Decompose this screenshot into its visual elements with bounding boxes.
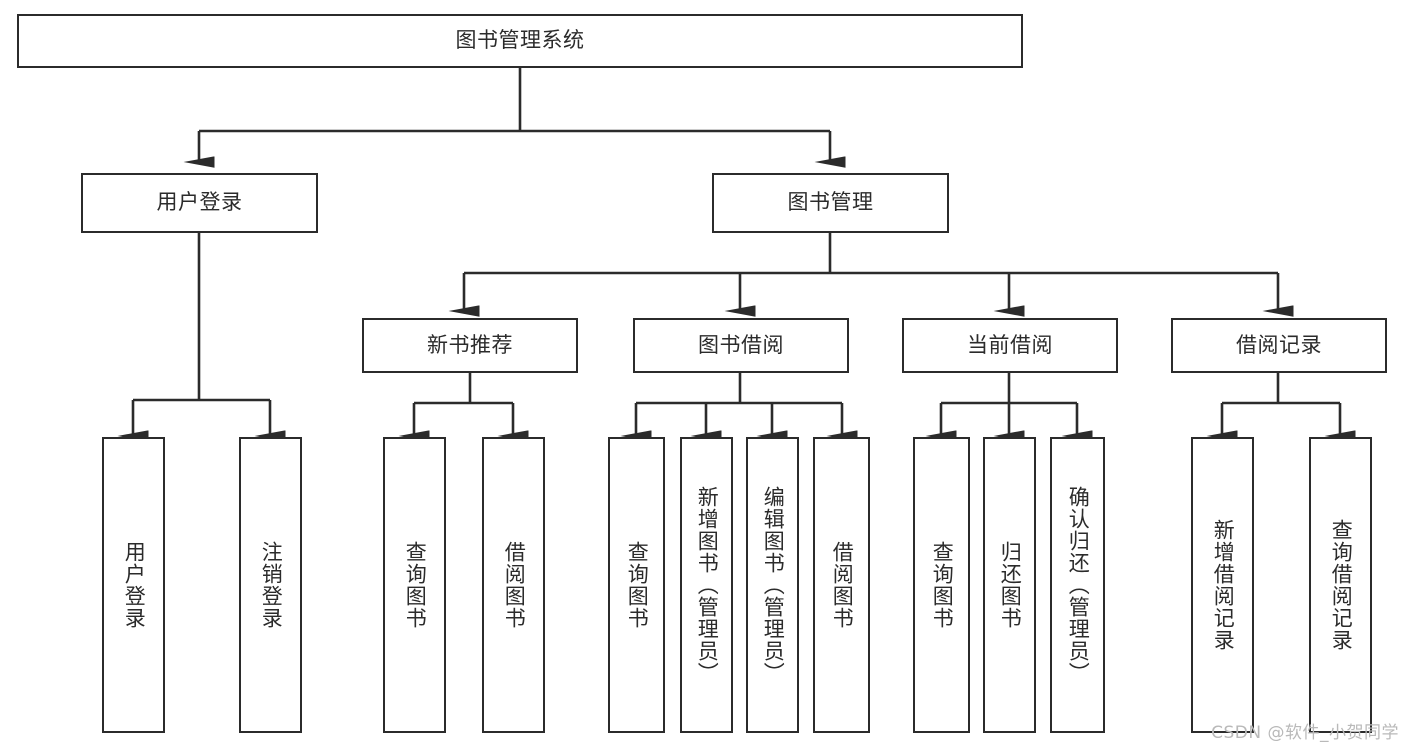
leaf-new-book-borrow[interactable]: 借阅图书 [482,437,545,733]
leaf-user-login-logout[interactable]: 注销登录 [239,437,302,733]
node-label: 用户登录 [122,541,147,629]
leaf-borrow-query-book[interactable]: 查询图书 [608,437,665,733]
leaf-records-add-record[interactable]: 新增借阅记录 [1191,437,1254,733]
leaf-new-book-query[interactable]: 查询图书 [383,437,446,733]
node-label: 图书管理系统 [455,28,585,53]
node-label: 当前借阅 [967,332,1053,357]
node-label: 借阅图书 [830,541,855,629]
node-label: 归还图书 [998,541,1023,629]
node-book-management[interactable]: 图书管理 [712,173,949,233]
node-label: 图书借阅 [698,332,784,357]
node-new-book-recommend[interactable]: 新书推荐 [362,318,578,373]
node-label: 查询图书 [403,541,428,629]
node-label: 用户登录 [156,190,243,215]
node-label: 查询图书 [930,541,955,629]
leaf-borrow-add-book-admin[interactable]: 新增图书（管理员） [680,437,733,733]
node-label: 借阅图书 [502,541,527,629]
leaf-user-login-login[interactable]: 用户登录 [102,437,165,733]
node-label: 借阅记录 [1236,332,1322,357]
csdn-watermark: CSDN @软件_小贺同学 [1211,723,1399,743]
leaf-current-confirm-return-admin[interactable]: 确认归还（管理员） [1050,437,1105,733]
node-label: 查询图书 [625,541,650,629]
node-book-borrow[interactable]: 图书借阅 [633,318,849,373]
node-label: 图书管理 [787,190,874,215]
leaf-current-return-book[interactable]: 归还图书 [983,437,1036,733]
leaf-borrow-edit-book-admin[interactable]: 编辑图书（管理员） [746,437,799,733]
node-label: 编辑图书（管理员） [761,486,786,684]
node-label: 新书推荐 [427,332,513,357]
node-current-borrow[interactable]: 当前借阅 [902,318,1118,373]
node-label: 注销登录 [259,541,284,629]
node-borrow-records[interactable]: 借阅记录 [1171,318,1387,373]
node-label: 确认归还（管理员） [1066,486,1091,684]
node-user-login[interactable]: 用户登录 [81,173,318,233]
leaf-borrow-borrow-book[interactable]: 借阅图书 [813,437,870,733]
leaf-records-query-record[interactable]: 查询借阅记录 [1309,437,1372,733]
node-label: 新增图书（管理员） [695,486,720,684]
node-label: 查询借阅记录 [1329,519,1354,651]
node-root-system[interactable]: 图书管理系统 [17,14,1023,68]
leaf-current-query-book[interactable]: 查询图书 [913,437,970,733]
node-label: 新增借阅记录 [1211,519,1236,651]
